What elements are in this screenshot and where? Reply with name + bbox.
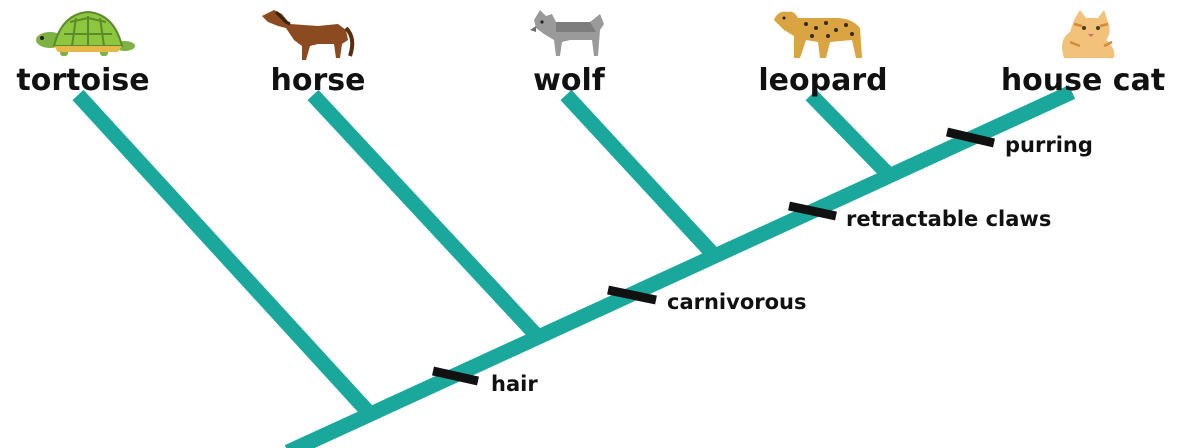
trait-label-carnivorous: carnivorous (667, 290, 806, 314)
horse-icon (262, 10, 355, 60)
trait-label-purring: purring (1005, 133, 1093, 157)
branch-wolf (560, 89, 718, 259)
house-cat-icon (1062, 10, 1115, 58)
trait-tick-hair (432, 366, 479, 386)
leopard-icon (774, 11, 862, 59)
trait-tick-retractable-claws (788, 201, 837, 221)
taxon-label-leopard: leopard (758, 63, 887, 98)
trait-tick-carnivorous (607, 285, 657, 305)
trait-tick-purring (945, 127, 996, 148)
branch-leopard (805, 89, 892, 178)
taxon-label-tortoise: tortoise (16, 63, 149, 98)
branch-tortoise (72, 89, 376, 420)
main-spine-branch (284, 85, 1076, 448)
trait-label-hair: hair (491, 372, 538, 396)
taxon-label-horse: horse (271, 63, 366, 98)
wolf-icon (530, 10, 604, 56)
tortoise-icon (36, 10, 135, 56)
taxon-label-house-cat: house cat (1001, 63, 1165, 98)
trait-label-retractable-claws: retractable claws (846, 207, 1051, 231)
branch-horse (307, 89, 544, 343)
taxon-label-wolf: wolf (533, 63, 606, 98)
